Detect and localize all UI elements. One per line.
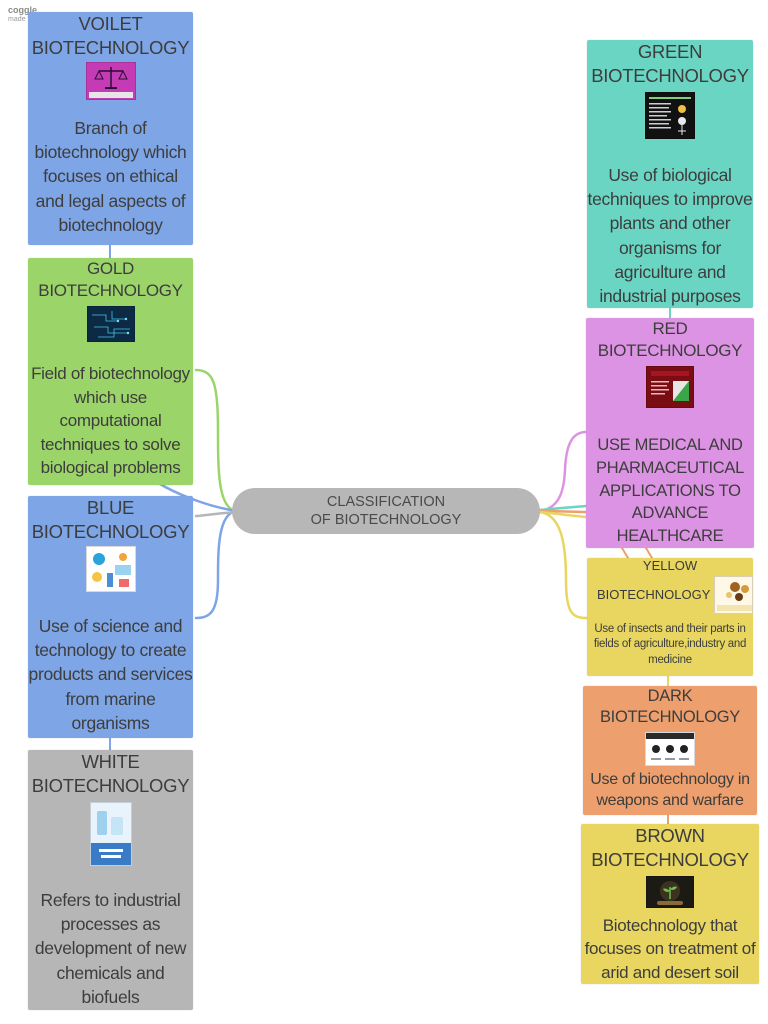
node-dark-description: Use of biotechnology in weapons and warf… [590, 770, 750, 810]
dark-thumbnail-image [645, 731, 695, 766]
node-brown[interactable]: BROWN BIOTECHNOLOGY Biotechnology that f… [581, 824, 759, 984]
yellow-thumbnail-image [714, 575, 753, 614]
node-blue[interactable]: BLUE BIOTECHNOLOGY Use of science and te… [28, 496, 193, 738]
node-yellow-title-line1: YELLOW [642, 558, 698, 573]
node-white-description: Refers to industrial processes as develo… [34, 890, 187, 1007]
green-thumbnail-image [645, 92, 695, 140]
node-yellow-title-line2: BIOTECHNOLOGY [597, 586, 711, 602]
connector-white [194, 510, 238, 518]
node-yellow[interactable]: YELLOW BIOTECHNOLOGY Use of insects and … [587, 558, 753, 676]
connector-red [538, 430, 588, 513]
node-green-description: Use of biological techniques to improve … [587, 165, 753, 306]
node-brown-description: Biotechnology that focuses on treatment … [584, 915, 756, 982]
node-dark[interactable]: DARK BIOTECHNOLOGY Use of biotechnology … [583, 686, 757, 815]
node-white-title: WHITE BIOTECHNOLOGY [31, 751, 190, 797]
gold-thumbnail-image [86, 306, 135, 343]
central-topic-line2: OF BIOTECHNOLOGY [310, 512, 462, 528]
node-violet-description: Branch of biotechnology which focuses on… [34, 118, 187, 235]
node-gold-description: Field of biotechnology which use computa… [31, 364, 190, 477]
connector-blue [194, 509, 238, 620]
node-gold-title: GOLD BIOTECHNOLOGY [38, 259, 183, 301]
white-thumbnail-image [89, 802, 132, 867]
node-red-title: RED BIOTECHNOLOGY [597, 319, 743, 361]
connector-yellow [538, 510, 588, 620]
node-red[interactable]: RED BIOTECHNOLOGY USE MEDICAL AND PHARMA… [586, 318, 754, 548]
node-yellow-description: Use of insects and their parts in fields… [593, 622, 747, 666]
node-brown-title: BROWN BIOTECHNOLOGY [591, 825, 749, 871]
red-thumbnail-image [646, 366, 694, 409]
node-red-description: USE MEDICAL AND PHARMACEUTICAL APPLICATI… [596, 436, 744, 546]
watermark-logo: coggle [8, 5, 38, 15]
node-green[interactable]: GREEN BIOTECHNOLOGY Use of biological te… [587, 40, 753, 308]
central-topic[interactable]: CLASSIFICATION OF BIOTECHNOLOGY [232, 488, 540, 534]
connector-gold [194, 368, 238, 513]
node-violet[interactable]: VOILET BIOTECHNOLOGY Branch of biotechno… [28, 12, 193, 245]
blue-thumbnail-image [85, 546, 136, 593]
connector-green [538, 504, 588, 512]
central-topic-line1: CLASSIFICATION [326, 493, 446, 510]
node-blue-description: Use of science and technology to create … [28, 616, 193, 733]
brown-thumbnail-image [646, 876, 694, 908]
connector-dark [538, 509, 588, 514]
node-gold[interactable]: GOLD BIOTECHNOLOGY Field of biotechnolog… [28, 258, 193, 485]
node-dark-title: DARK BIOTECHNOLOGY [599, 687, 741, 727]
node-violet-title: VOILET BIOTECHNOLOGY [31, 13, 190, 59]
node-white[interactable]: WHITE BIOTECHNOLOGY Refers to industrial… [28, 750, 193, 1010]
node-blue-title: BLUE BIOTECHNOLOGY [31, 497, 190, 543]
node-green-title: GREEN BIOTECHNOLOGY [591, 41, 749, 87]
violet-thumbnail-image [85, 62, 136, 101]
